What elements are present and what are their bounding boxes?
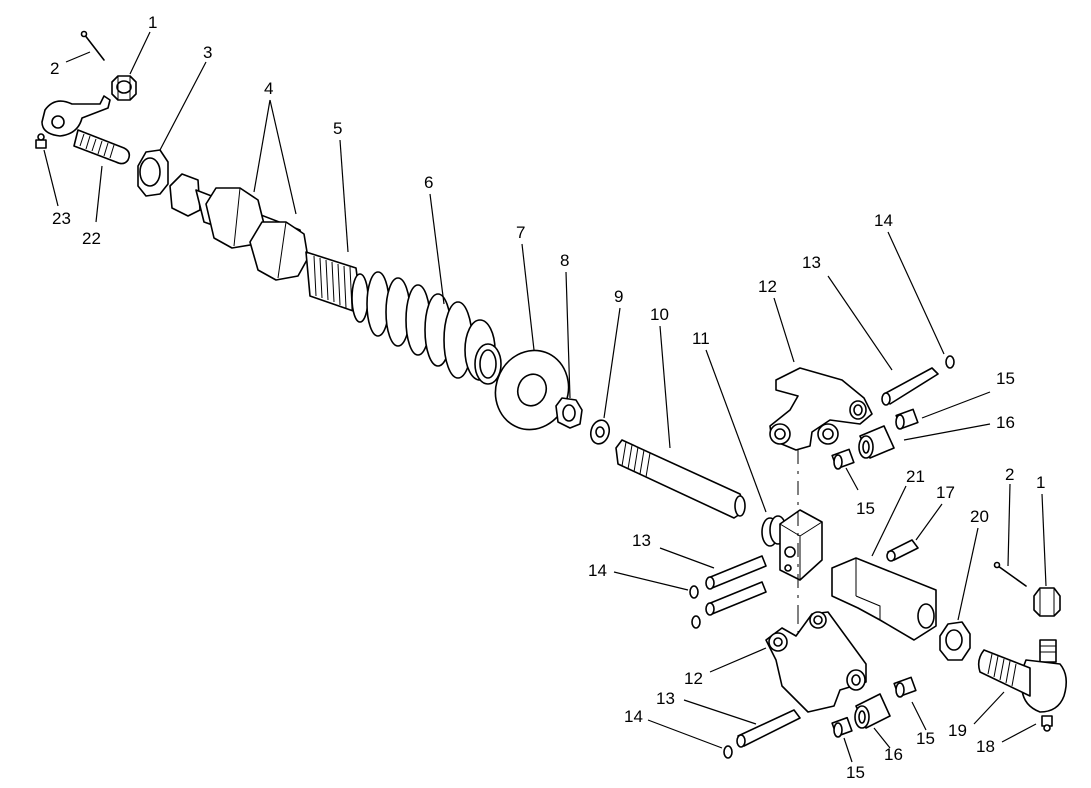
callout-3: 3 [203,43,212,62]
callout-14-upper: 14 [874,211,893,230]
callout-19: 19 [948,721,967,740]
callout-15-upper-left: 15 [856,499,875,518]
callout-15-lower-left: 15 [846,763,865,782]
clip-14-lower-b [691,615,701,629]
callout-13-lower: 13 [656,689,675,708]
tie-rod-end-right-shank [977,649,1031,697]
clip-14-lower-a [689,585,699,599]
tie-rod-end-left-shank [73,129,131,165]
callout-21: 21 [906,467,925,486]
callout-8: 8 [560,251,569,270]
pin-13-lower-b [705,581,767,616]
clip-14-upper [945,355,955,369]
callout-5: 5 [333,119,342,138]
tie-rod-end-right-head [1019,659,1068,713]
rod-10 [615,439,746,519]
bushing-15-lower-left [831,716,853,738]
callout-11: 11 [692,329,710,348]
callout-6: 6 [424,173,433,192]
tie-rod-end-left-eye [51,115,65,129]
callout-4: 4 [264,79,273,98]
bushing-16-upper [858,425,895,459]
callout-16-upper: 16 [996,413,1015,432]
nut-20 [939,621,971,661]
cotter-pin-left [83,33,105,61]
callout-14-middle: 14 [588,561,607,580]
leader-lines [43,31,1047,763]
callout-18: 18 [976,737,995,756]
callout-2-upper: 2 [50,59,59,78]
bushing-16-lower [854,693,891,729]
nut-8 [555,397,583,429]
jam-nut-3 [137,149,169,197]
callout-20: 20 [970,507,989,526]
callout-1-upper: 1 [148,13,157,32]
yoke-block-11 [761,509,823,581]
callout-1-lower: 1 [1036,473,1045,492]
bushing-15-lower-right [893,676,917,698]
pin-13-lower-c [736,709,801,748]
callout-17: 17 [936,483,955,502]
callout-2-lower: 2 [1005,465,1014,484]
compression-spring-6 [351,271,502,385]
washer-7 [494,349,570,431]
pin-17 [886,539,919,562]
bushing-15-upper-left [831,448,855,470]
bracket-lower-12 [765,611,867,713]
callout-15-upper-right: 15 [996,369,1015,388]
callout-7: 7 [516,223,525,242]
callout-23: 23 [52,209,71,228]
pin-13-lower-a [705,555,767,590]
callout-10: 10 [650,305,669,324]
callout-13-middle: 13 [632,531,651,550]
callout-13-upper: 13 [802,253,821,272]
washer-9 [589,419,611,445]
tie-rod-end-right [977,561,1068,732]
grease-fitting-right [1041,715,1053,732]
pin-13-upper [881,367,939,406]
callout-12-lower: 12 [684,669,703,688]
callout-15-lower-right: 15 [916,729,935,748]
cotter-pin-right [997,565,1027,587]
link-21 [831,557,937,641]
tie-rod-end-right-stud [1039,639,1057,663]
grease-fitting-left [35,133,47,149]
nut-4b [249,221,309,281]
callout-16-lower: 16 [884,745,903,764]
castle-nut-left [111,75,137,101]
bushing-15-upper-right [895,408,919,430]
callout-12-upper: 12 [758,277,777,296]
tie-rod-end-left-threads [79,133,115,159]
callout-22: 22 [82,229,101,248]
callout-labels: 1 2 3 4 5 6 7 8 9 10 11 12 13 14 15 16 1… [50,13,1045,782]
threaded-rod-5 [305,251,363,315]
tie-rod-end-left [35,30,137,165]
tie-rod-end-left-head [41,95,111,137]
bracket-upper-12 [769,367,873,451]
callout-14-lower: 14 [624,707,643,726]
cotter-pin-left-head [80,30,88,38]
callout-9: 9 [614,287,623,306]
clip-14-lower-c [723,745,733,759]
castle-nut-right [1033,587,1061,617]
shaft-end-hex [169,173,201,217]
